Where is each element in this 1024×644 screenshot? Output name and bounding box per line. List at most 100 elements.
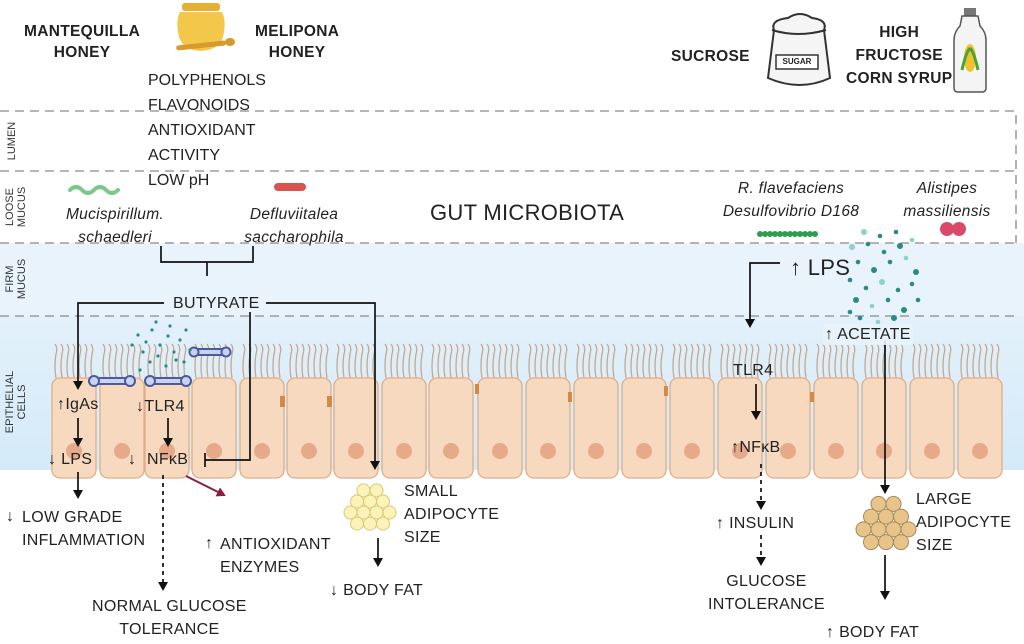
microvillus [924,343,928,379]
antioxidant-arrow [185,475,226,497]
microvillus [278,343,282,379]
large-adipocyte-cluster [855,495,917,551]
lps-dot [853,297,859,303]
cell-nucleus [114,443,130,459]
microvillus [732,343,736,379]
microvillus [492,343,496,379]
chain-cell [807,231,813,237]
microvillus [804,343,808,379]
chain-cell [762,231,768,237]
adipocyte [369,483,384,498]
microvillus [612,343,616,379]
lps-dot [887,259,893,265]
cell-body [51,377,97,479]
microvillus [888,343,892,379]
epithelial-cell [909,343,955,479]
microvillus [165,343,169,379]
microvillus [846,343,850,379]
loose-mucus-zone-label: LOOSE MUCUS [4,186,28,228]
microvillus [990,343,994,379]
microvillus [486,343,490,379]
microvillus [354,343,358,379]
chain-cell [777,231,783,237]
microvillus [918,343,922,379]
cell-nucleus [348,443,364,459]
microvillus [159,343,163,379]
cell-body [909,377,955,479]
body-fat-right-label: ↑ BODY FAT [826,624,920,641]
microvillus [171,343,175,379]
microvillus [630,343,634,379]
adipocyte [363,516,377,531]
sugar-bag-text: SUGAR [782,57,812,66]
microvillus [467,343,471,379]
adipocyte [350,516,364,531]
microvillus [295,343,299,379]
cell-body [381,377,427,479]
lps-dot [901,307,907,313]
microvillus [690,343,694,379]
microvillus [390,343,394,379]
microvillus [660,343,664,379]
microvillus [720,343,724,379]
microvillus [606,343,610,379]
microvillus [183,343,187,379]
microvillus [912,343,916,379]
microvillus [266,343,270,379]
cell-nucleus [828,443,844,459]
property-item: ACTIVITY [148,147,221,164]
cell-nucleus [492,443,508,459]
microvillus [828,343,832,379]
microvillus [54,343,58,379]
lps-dot [915,297,921,303]
adipocyte [382,505,397,520]
lps-dot [879,279,885,285]
cell-body [286,377,332,479]
lps-particles [847,229,921,325]
microvillus [114,343,118,379]
hfcs-label: HIGH FRUCTOSE CORN SYRUP [846,24,953,87]
chain-cell [772,231,778,237]
adipocyte [376,494,390,509]
microvillus [313,343,317,379]
microvillus [147,343,151,379]
butyrate-dot [138,368,142,372]
microvillus [153,343,157,379]
epithelial-cell [717,343,763,479]
butyrate-dot [150,328,154,332]
microvillus [301,343,305,379]
cell-body [813,377,859,479]
adipocyte [900,521,917,538]
lps-dot [861,229,867,235]
cell-nucleus [254,443,270,459]
microvillus [594,343,598,379]
property-item: POLYPHENOLS [148,72,266,89]
microvillus [876,343,880,379]
butyrate-dot [141,350,145,354]
chain-cell [782,231,788,237]
microvillus [319,343,323,379]
microvillus [360,343,364,379]
microvillus [461,343,465,379]
cell-body [525,377,571,479]
microvillus [260,343,264,379]
cell-nucleus [443,443,459,459]
butyrate-dot [172,350,176,354]
zone-borders [0,110,1017,317]
microvillus [540,343,544,379]
lps-dot [847,277,853,283]
acetate-label: ↑ ACETATE [823,324,913,345]
adipocyte [893,534,909,551]
property-item: LOW pH [148,172,210,189]
microvillus [648,343,652,379]
microvillus [996,343,1000,379]
lps-dot [895,287,901,293]
butyrate-dot [166,334,170,338]
microvillus [336,343,340,379]
sucrose-label: SUCROSE [671,48,750,65]
microvillus [678,343,682,379]
microvillus [90,343,94,379]
microvillus [408,343,412,379]
lps-dot [865,241,871,247]
epithelial-cell [957,343,1003,479]
